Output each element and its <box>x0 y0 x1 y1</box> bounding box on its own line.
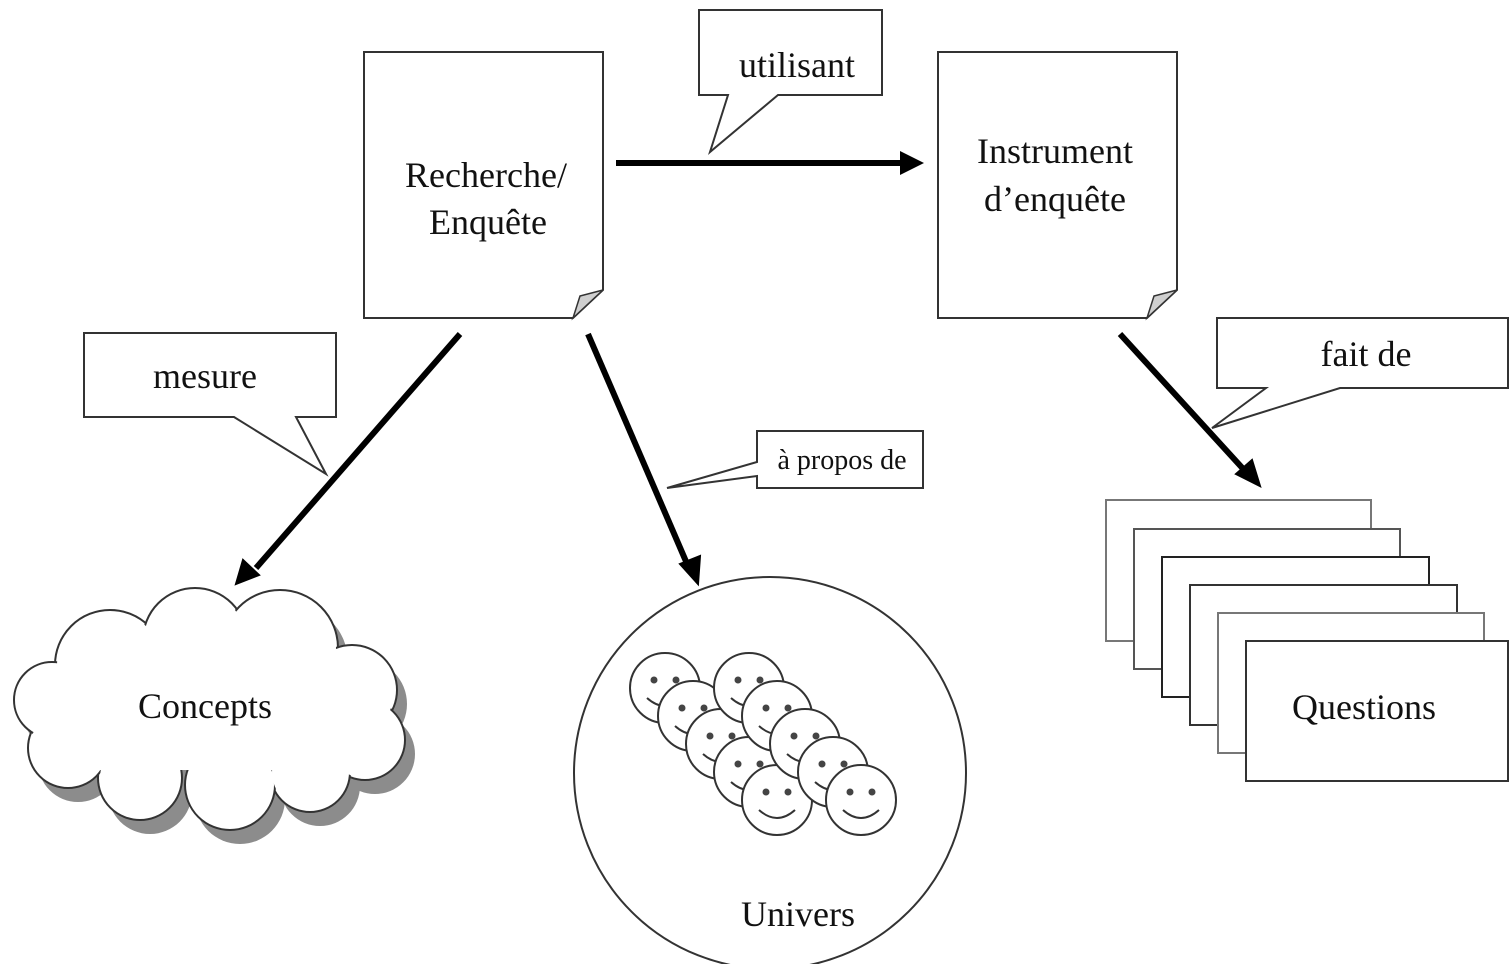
population-faces <box>629 652 897 836</box>
callout-about: à propos de <box>666 430 924 489</box>
questions-stack: Questions <box>1105 499 1509 782</box>
callout-using: utilisant <box>698 9 883 155</box>
instrument-document-fold <box>1145 289 1178 321</box>
callout-measures-bubble <box>83 332 337 477</box>
questions-label: Questions <box>1292 687 1436 727</box>
arrow-about <box>585 332 691 568</box>
instrument-document: Instrument d’enquête <box>937 51 1178 321</box>
callout-made-of: fait de <box>1211 317 1509 429</box>
smiley-face-icon <box>825 764 897 836</box>
callout-using-text: utilisant <box>739 45 855 85</box>
arrows <box>234 151 1262 587</box>
concepts-label: Concepts <box>138 686 272 726</box>
callout-using-bubble <box>698 9 883 155</box>
callout-measures-text: mesure <box>153 356 257 396</box>
research-document-fold <box>571 289 604 321</box>
research-document: Recherche/ Enquête <box>363 51 604 321</box>
research-label-line2: Enquête <box>429 202 547 242</box>
arrow-made-of <box>1117 331 1249 475</box>
callout-about-bubble <box>666 430 924 489</box>
concepts-cloud-fill <box>16 590 403 828</box>
callout-made-of-bubble <box>1211 317 1509 429</box>
arrow-measures-head <box>234 558 261 586</box>
concepts-cloud: Concepts <box>13 587 415 844</box>
universe-circle: Univers <box>573 576 967 964</box>
callout-about-text: à propos de <box>777 445 906 476</box>
instrument-label-line1: Instrument <box>977 131 1133 171</box>
instrument-label-line2: d’enquête <box>984 179 1126 219</box>
callout-measures: mesure <box>83 332 337 477</box>
universe-label: Univers <box>741 894 855 934</box>
arrow-about-head <box>678 554 702 587</box>
research-label-line1: Recherche/ <box>405 155 567 195</box>
arrow-using-head <box>900 151 924 175</box>
callout-made-of-text: fait de <box>1321 334 1412 374</box>
arrow-made-of-head <box>1234 458 1262 488</box>
arrow-measures <box>253 332 463 570</box>
question-card-front <box>1245 640 1509 782</box>
